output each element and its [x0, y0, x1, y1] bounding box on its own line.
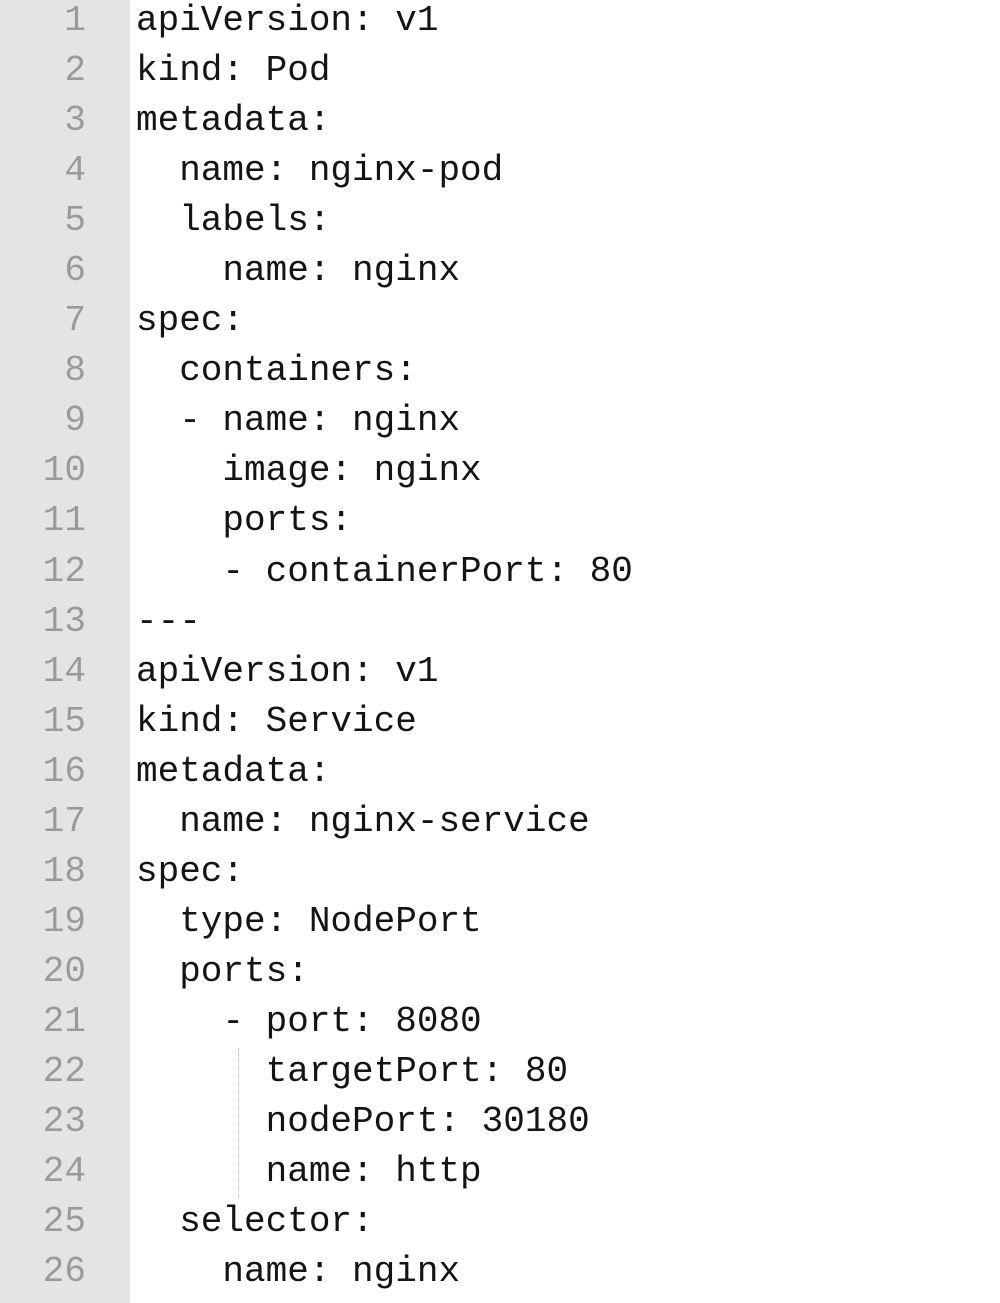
line-text[interactable]: ports: — [136, 500, 353, 542]
code-line[interactable]: 24 name: http — [0, 1151, 1000, 1201]
line-number: 24 — [42, 1151, 86, 1193]
code-line[interactable]: 25 selector: — [0, 1201, 1000, 1251]
code-line[interactable]: 5 labels: — [0, 200, 1000, 250]
line-text[interactable]: - containerPort: 80 — [136, 550, 633, 592]
line-text[interactable]: selector: — [136, 1201, 374, 1243]
code-line[interactable]: 10 image: nginx — [0, 450, 1000, 500]
line-text[interactable]: name: nginx-service — [136, 800, 590, 842]
line-text[interactable]: name: nginx — [136, 250, 461, 292]
code-line[interactable]: 23 nodePort: 30180 — [0, 1101, 1000, 1151]
code-line[interactable]: 22 targetPort: 80 — [0, 1051, 1000, 1101]
line-text[interactable]: ports: — [136, 950, 309, 992]
code-line[interactable]: 8 containers: — [0, 350, 1000, 400]
line-number: 9 — [64, 400, 86, 442]
line-text[interactable]: spec: — [136, 850, 245, 892]
line-text[interactable]: apiVersion: v1 — [136, 0, 439, 41]
code-line[interactable]: 7 spec: — [0, 300, 1000, 350]
line-number: 8 — [64, 350, 86, 392]
line-number: 11 — [42, 500, 86, 542]
line-text[interactable]: name: http — [136, 1151, 482, 1193]
code-line[interactable]: 19 type: NodePort — [0, 901, 1000, 951]
line-text[interactable]: kind: Service — [136, 700, 417, 742]
line-number: 17 — [42, 800, 86, 842]
line-number: 3 — [64, 100, 86, 142]
line-text[interactable]: - port: 8080 — [136, 1000, 482, 1042]
code-line[interactable]: 20 ports: — [0, 951, 1000, 1001]
code-line[interactable]: 15 kind: Service — [0, 701, 1000, 751]
line-number: 26 — [42, 1251, 86, 1293]
code-line[interactable]: 18 spec: — [0, 851, 1000, 901]
line-number: 19 — [42, 900, 86, 942]
line-number: 14 — [42, 650, 86, 692]
line-text[interactable]: metadata: — [136, 750, 331, 792]
line-number: 22 — [42, 1050, 86, 1092]
line-number: 6 — [64, 250, 86, 292]
line-number: 16 — [42, 750, 86, 792]
indent-guide — [238, 1048, 239, 1198]
code-line[interactable]: 4 name: nginx-pod — [0, 150, 1000, 200]
code-line[interactable]: 14 apiVersion: v1 — [0, 651, 1000, 701]
line-number: 10 — [42, 450, 86, 492]
line-text[interactable]: name: nginx-pod — [136, 150, 504, 192]
line-number: 12 — [42, 550, 86, 592]
line-text[interactable]: name: nginx — [136, 1251, 461, 1293]
code-line[interactable]: 21 - port: 8080 — [0, 1001, 1000, 1051]
code-line[interactable]: 9 - name: nginx — [0, 400, 1000, 450]
line-text[interactable]: - name: nginx — [136, 400, 461, 442]
line-text[interactable]: targetPort: 80 — [136, 1050, 569, 1092]
line-number: 25 — [42, 1201, 86, 1243]
line-text[interactable]: spec: — [136, 300, 245, 342]
line-text[interactable]: labels: — [136, 200, 331, 242]
code-line[interactable]: 13 --- — [0, 601, 1000, 651]
line-number: 13 — [42, 600, 86, 642]
line-text[interactable]: --- — [136, 600, 201, 642]
line-number: 23 — [42, 1101, 86, 1143]
code-line[interactable]: 17 name: nginx-service — [0, 801, 1000, 851]
line-number: 7 — [64, 300, 86, 342]
line-number: 1 — [64, 0, 86, 41]
line-number-gutter — [0, 0, 130, 1303]
code-line[interactable]: 11 ports: — [0, 500, 1000, 550]
line-number: 5 — [64, 200, 86, 242]
line-number: 2 — [64, 50, 86, 92]
line-text[interactable]: image: nginx — [136, 450, 482, 492]
line-number: 18 — [42, 850, 86, 892]
code-line[interactable]: 3 metadata: — [0, 100, 1000, 150]
code-line[interactable]: 12 - containerPort: 80 — [0, 551, 1000, 601]
line-text[interactable]: nodePort: 30180 — [136, 1101, 590, 1143]
line-number: 4 — [64, 150, 86, 192]
line-text[interactable]: kind: Pod — [136, 50, 331, 92]
code-line[interactable]: 1 apiVersion: v1 — [0, 0, 1000, 50]
code-line[interactable]: 16 metadata: — [0, 751, 1000, 801]
line-number: 20 — [42, 950, 86, 992]
code-line[interactable]: 26 name: nginx — [0, 1251, 1000, 1301]
line-number: 15 — [42, 700, 86, 742]
line-text[interactable]: type: NodePort — [136, 900, 482, 942]
line-number: 21 — [42, 1000, 86, 1042]
line-text[interactable]: metadata: — [136, 100, 331, 142]
line-text[interactable]: containers: — [136, 350, 417, 392]
line-text[interactable]: apiVersion: v1 — [136, 650, 439, 692]
code-line[interactable]: 2 kind: Pod — [0, 50, 1000, 100]
code-line[interactable]: 6 name: nginx — [0, 250, 1000, 300]
